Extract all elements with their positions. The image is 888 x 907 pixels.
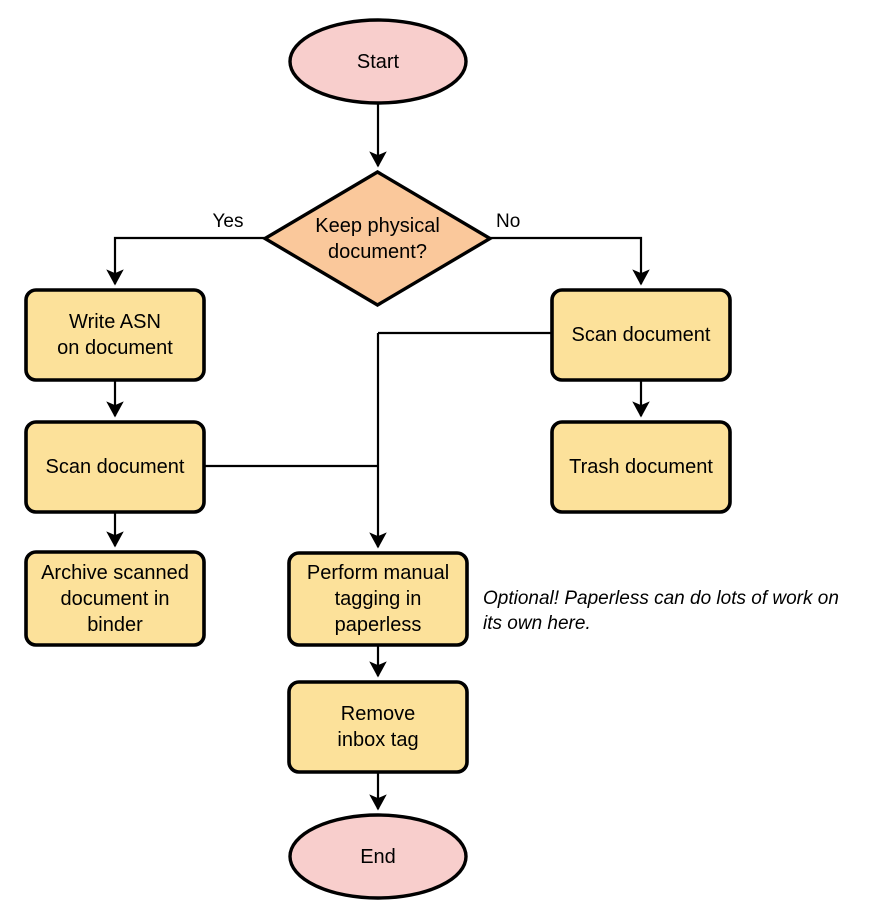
node-start[interactable] (288, 18, 468, 105)
node-keep-physical-document[interactable] (261, 170, 494, 307)
node-trash-document[interactable] (550, 420, 732, 514)
edge-label-yes: Yes (212, 211, 244, 232)
node-perform-manual-tagging-in-paperless[interactable] (287, 551, 469, 647)
edge-decision-yes (106, 236, 265, 286)
node-end[interactable] (288, 813, 468, 900)
edge-decision-no (490, 236, 650, 286)
node-remove-inbox-tag[interactable] (287, 680, 469, 774)
node-scan-document-right[interactable] (550, 288, 732, 382)
node-scan-document-left[interactable] (24, 420, 206, 514)
node-archive-scanned-document-in-binder[interactable] (24, 550, 206, 647)
optional-note: Optional! Paperless can do lots of work … (483, 588, 839, 634)
edge-label-no: No (496, 211, 521, 232)
node-write-asn-on-document[interactable] (24, 288, 206, 382)
